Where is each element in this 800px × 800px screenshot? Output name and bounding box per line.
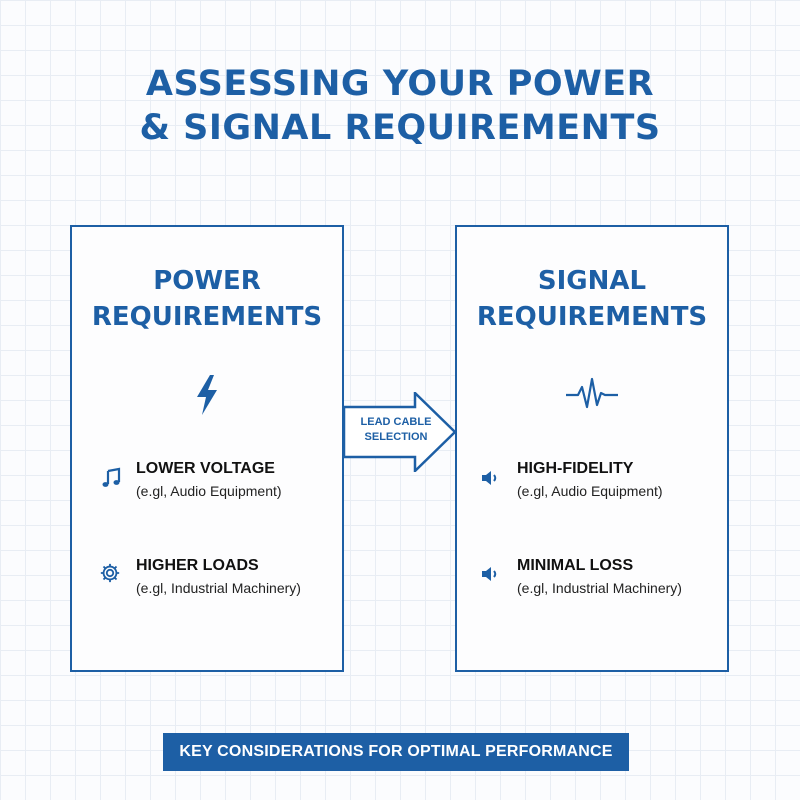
page-title-line-1: ASSESSING YOUR POWER [145,64,655,104]
power-panel-title-line-1: POWER [153,266,261,296]
speaker-icon [482,471,497,485]
power-panel-title-line-2: REQUIREMENTS [91,302,323,332]
power-item-label: LOWER VOLTAGE [136,460,275,477]
signal-panel-title-line-2: REQUIREMENTS [476,302,708,332]
signal-item-sub: (e.gl, Audio Equipment) [517,483,663,499]
signal-item-label: MINIMAL LOSS [517,557,634,574]
lead-cable-arrow [343,392,457,472]
speaker-icon [482,567,497,581]
power-panel-title: POWER REQUIREMENTS [72,263,342,335]
arrow-label: LEAD CABLE SELECTION [346,415,446,445]
lightning-bolt-icon [72,375,342,420]
waveform-icon [457,375,727,420]
power-item-label: HIGHER LOADS [136,557,259,574]
signal-item-label: HIGH-FIDELITY [517,460,634,477]
signal-item-sub: (e.gl, Industrial Machinery) [517,580,682,596]
power-item-sub: (e.gl, Audio Equipment) [136,483,282,499]
gear-icon [100,563,120,583]
key-considerations-banner: KEY CONSIDERATIONS FOR OPTIMAL PERFORMAN… [163,733,629,771]
page-title-line-2: & SIGNAL REQUIREMENTS [139,108,661,148]
arrow-label-line-1: LEAD CABLE [360,416,432,428]
signal-requirements-panel: SIGNAL REQUIREMENTS HIGH-FIDELITY (e.gl,… [455,225,729,672]
page-title: ASSESSING YOUR POWER & SIGNAL REQUIREMEN… [0,62,800,150]
music-note-icon [102,467,121,487]
power-item-sub: (e.gl, Industrial Machinery) [136,580,301,596]
arrow-label-line-2: SELECTION [364,431,428,443]
signal-panel-title: SIGNAL REQUIREMENTS [457,263,727,335]
signal-panel-title-line-1: SIGNAL [537,266,647,296]
power-requirements-panel: POWER REQUIREMENTS LOWER VOLTAGE (e.gl, … [70,225,344,672]
